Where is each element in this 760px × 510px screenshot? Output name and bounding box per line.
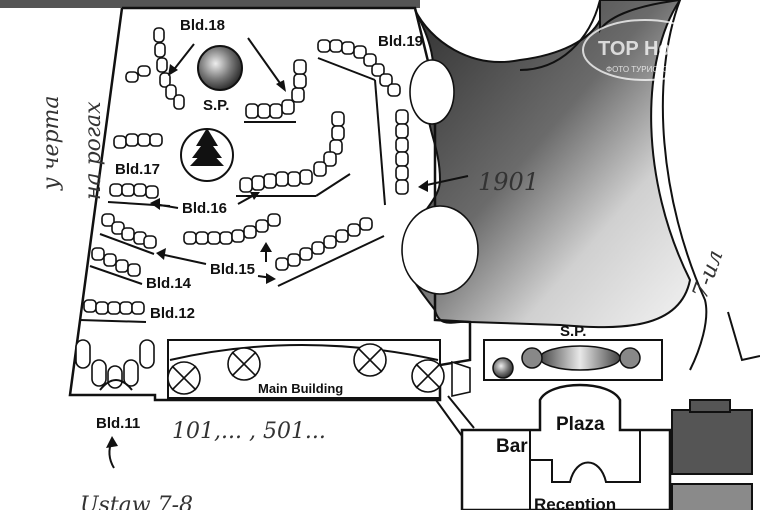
label-bld11: Bld.11 [96,415,140,432]
dark-buildings [671,399,753,510]
handwritten-1901: 1901 [478,168,539,196]
main-building [167,339,471,399]
label-plaza: Plaza [556,414,605,435]
tree-icon [190,128,224,166]
label-bld16: Bld.16 [182,200,227,217]
bld18-units [125,27,185,110]
label-bld15: Bld.15 [210,261,255,278]
arrow-1901 [421,175,469,187]
bld15-units [183,213,281,245]
coast-round-building-top [409,59,455,125]
watermark-brand: TOP Hotels [598,38,705,60]
bld11-units [75,339,155,391]
coast-round-building-bottom [401,205,479,295]
bld19-units [317,39,401,206]
label-reception: Reception [534,495,616,510]
bld18-right-units [244,59,307,123]
handwritten-left-line2: на рогах [81,101,106,200]
right-shore [661,0,708,371]
right-pool-area [483,339,663,381]
pool-top [197,45,243,91]
bld19-column-units [395,109,409,195]
watermark: TOP Hotels ФОТО ТУРИСТОВ [582,19,708,81]
bld12-units [79,299,147,323]
bld16-center-units [236,111,351,197]
handwritten-rooms-101-501: 101,... , 501... [172,419,326,444]
label-bld19: Bld.19 [378,33,423,50]
label-bar: Bar [496,436,528,457]
bld14-units [89,247,143,285]
handwritten-left-line1: у черта [39,95,64,191]
bld17-units [107,133,171,207]
bld15-right-units [275,217,385,287]
label-sp-right: S.P. [560,323,586,340]
top-edge-shading [0,0,420,8]
left-handwritten-note: у черта на рогах [39,95,106,200]
label-bld18: Bld.18 [180,17,225,34]
walkway [435,395,475,437]
label-bld12: Bld.12 [150,305,195,322]
arrow-bld18-left [171,43,195,73]
label-sp-top: S.P. [203,97,229,114]
watermark-tagline: ФОТО ТУРИСТОВ [606,65,674,74]
arrow-bld18-right [247,37,283,87]
label-bld14: Bld.14 [146,275,192,292]
plaza-complex [460,383,672,510]
bld16-left-units [99,213,157,255]
label-bld17: Bld.17 [115,161,160,178]
label-main-building: Main Building [258,381,343,396]
handwritten-right-note: 7-ил [688,247,728,302]
handwritten-bottom-note: Ustaw 7-8 [80,493,193,510]
